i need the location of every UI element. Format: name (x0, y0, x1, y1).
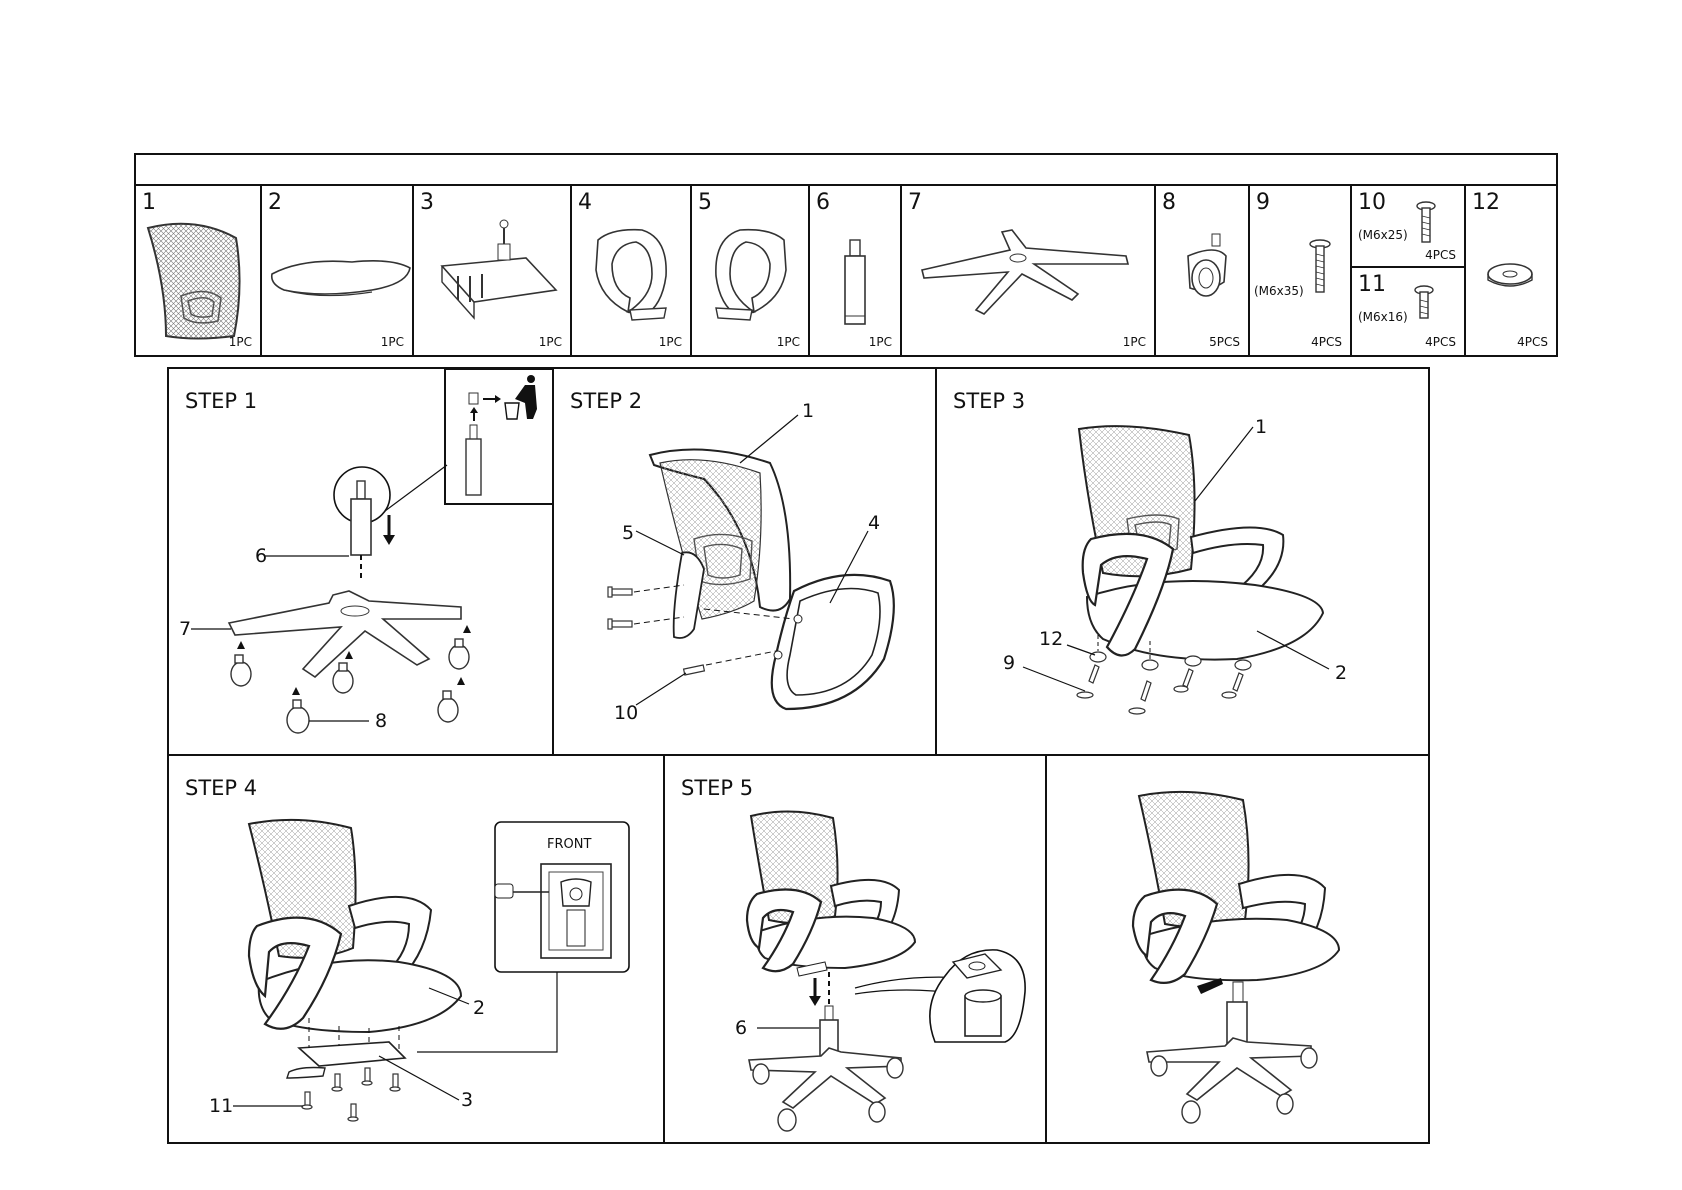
part-quantity: 1PC (538, 335, 562, 349)
bolt-icon (1416, 201, 1436, 243)
seat-mechanism-icon (440, 219, 558, 320)
part-number: 8 (1162, 190, 1176, 215)
part-11: 11 (M6x16) 4PCS (1352, 268, 1464, 355)
callout-label: 11 (209, 1095, 233, 1117)
step-title: STEP 2 (570, 389, 643, 413)
inset-label: FRONT (547, 837, 591, 852)
step-3-illustration: 1 12 9 2 (1003, 416, 1347, 715)
part-spec: (M6x35) (1254, 284, 1304, 298)
parts-list: 1 1PC 2 1PC 3 1PC (134, 184, 1558, 357)
part-number: 11 (1358, 272, 1386, 297)
step-2-illustration: 1 5 4 10 (607, 400, 895, 724)
callout-label: 9 (1003, 652, 1015, 674)
part-number: 12 (1472, 190, 1500, 215)
callout-label: 3 (461, 1089, 473, 1111)
part-quantity: 1PC (380, 335, 404, 349)
part-quantity: 4PCS (1425, 335, 1456, 349)
part-10-11: 10 (M6x25) 4PCS 11 (M6x16) 4PCS (1352, 186, 1466, 355)
callout-label: 1 (802, 400, 814, 422)
part-number: 4 (578, 190, 592, 215)
part-spec: (M6x25) (1358, 228, 1408, 242)
part-5: 5 1PC (692, 186, 810, 355)
part-quantity: 1PC (1122, 335, 1146, 349)
part-8: 8 5PCS (1156, 186, 1250, 355)
part-quantity: 1PC (658, 335, 682, 349)
part-spec: (M6x16) (1358, 310, 1408, 324)
step-5-illustration: 6 (735, 810, 1026, 1132)
seat-cushion-icon (270, 260, 411, 297)
part-number: 7 (908, 190, 922, 215)
part-quantity: 4PCS (1311, 335, 1342, 349)
part-quantity: 4PCS (1517, 335, 1548, 349)
callout-label: 2 (1335, 662, 1347, 684)
part-number: 3 (420, 190, 434, 215)
bolt-icon (1414, 285, 1434, 319)
part-10: 10 (M6x25) 4PCS (1352, 186, 1464, 268)
callout-label: 10 (614, 702, 638, 724)
step-1-inset (444, 369, 554, 505)
trash-disposal-icon (468, 375, 537, 421)
step-title: STEP 3 (953, 389, 1026, 413)
callout-label: 6 (735, 1017, 747, 1039)
step-5-panel: STEP 5 6 (663, 754, 1047, 1144)
assembled-chair-illustration (1131, 790, 1341, 1124)
part-number: 5 (698, 190, 712, 215)
callout-label: 12 (1039, 628, 1063, 650)
part-number: 1 (142, 190, 156, 215)
part-quantity: 4PCS (1425, 248, 1456, 262)
part-4: 4 1PC (572, 186, 692, 355)
gas-lift-icon (844, 239, 866, 325)
armrest-left-icon (595, 228, 667, 321)
step-4-illustration: FRONT 2 11 3 (209, 818, 630, 1122)
part-6: 6 1PC (810, 186, 902, 355)
part-number: 6 (816, 190, 830, 215)
step-4-panel: STEP 4 FRONT (167, 754, 665, 1144)
part-quantity: 1PC (868, 335, 892, 349)
bolt-icon (1309, 239, 1331, 293)
mesh-backrest-icon (146, 222, 241, 340)
part-quantity: 5PCS (1209, 335, 1240, 349)
part-7: 7 1PC (902, 186, 1156, 355)
part-number: 9 (1256, 190, 1270, 215)
part-quantity: 1PC (776, 335, 800, 349)
callout-label: 1 (1255, 416, 1267, 438)
final-assembly-panel (1045, 754, 1430, 1144)
callout-label: 4 (868, 512, 880, 534)
callout-label: 5 (622, 522, 634, 544)
parts-list-header (134, 153, 1558, 186)
part-number: 2 (268, 190, 282, 215)
washer-icon (1487, 263, 1533, 287)
armrest-right-icon (715, 228, 787, 321)
part-9: 9 (M6x35) 4PCS (1250, 186, 1352, 355)
part-number: 10 (1358, 190, 1386, 215)
part-3: 3 1PC (414, 186, 572, 355)
step-2-panel: STEP 2 1 5 4 10 (552, 367, 937, 756)
step-3-panel: STEP 3 1 12 9 2 (935, 367, 1430, 756)
callout-label: 8 (375, 710, 387, 732)
star-base-icon (921, 229, 1130, 315)
part-12: 12 4PCS (1466, 186, 1556, 355)
step-title: STEP 1 (185, 389, 258, 413)
step-title: STEP 4 (185, 776, 258, 800)
callout-label: 2 (473, 997, 485, 1019)
caster-icon (1187, 233, 1227, 297)
part-1: 1 1PC (136, 186, 262, 355)
step-1-panel: STEP 1 6 7 (167, 367, 554, 756)
step-1-illustration: 6 7 8 (179, 369, 554, 734)
part-quantity: 1PC (228, 335, 252, 349)
step-title: STEP 5 (681, 776, 754, 800)
callout-label: 6 (255, 545, 267, 567)
callout-label: 7 (179, 618, 191, 640)
part-2: 2 1PC (262, 186, 414, 355)
